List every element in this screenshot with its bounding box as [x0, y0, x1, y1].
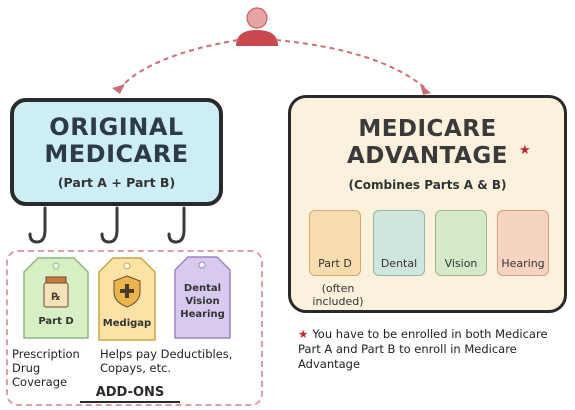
original-medicare-subtitle: (Part A + Part B): [57, 175, 176, 190]
arrow-to-original: [119, 39, 239, 89]
ma-tile-label: Dental: [380, 257, 418, 270]
arrowhead-original: [112, 84, 125, 94]
arrow-to-advantage: [275, 39, 426, 89]
footnote-text: You have to be enrolled in both Medicare…: [298, 327, 548, 371]
medigap-tag-label: Medigap: [102, 318, 152, 329]
add-ons-heading: ADD-ONS: [80, 385, 180, 403]
part-d-note-line-2: included): [312, 295, 364, 308]
part-d-tag: ℞: [23, 257, 89, 339]
ma-title-line-1: MEDICARE: [358, 116, 497, 142]
part-d-note-line-1: (often: [321, 282, 355, 295]
svg-text:℞: ℞: [52, 292, 61, 303]
dvh-line-dental: Dental: [183, 283, 222, 294]
medigap-tag: [98, 257, 156, 341]
medicare-advantage-title: MEDICARE ADVANTAGE: [291, 116, 564, 170]
dvh-line-hearing: Hearing: [180, 309, 225, 320]
part-d-note: (often included): [303, 282, 373, 308]
arrowhead-advantage: [420, 84, 431, 95]
hook-2: [100, 206, 119, 244]
ma-tile-hearing: Hearing: [497, 210, 549, 276]
footnote: ★You have to be enrolled in both Medicar…: [298, 327, 568, 372]
dental-vision-hearing-tag: [174, 256, 231, 339]
original-medicare-title: ORIGINAL MEDICARE: [14, 114, 219, 168]
person-icon: [236, 7, 278, 46]
dvh-tag-label: Dental Vision Hearing: [175, 282, 230, 321]
hook-3: [167, 206, 186, 244]
ma-title-line-2: ADVANTAGE: [347, 143, 508, 169]
part-d-caption: Prescription Drug Coverage: [12, 347, 80, 389]
part-d-tag-label: Part D: [38, 316, 74, 327]
medicare-advantage-subtitle: (Combines Parts A & B): [348, 178, 507, 192]
hook-1: [28, 206, 47, 244]
dvh-line-vision: Vision: [185, 296, 220, 307]
ma-tile-label: Hearing: [501, 257, 545, 270]
add-ons-panel: [6, 250, 263, 406]
original-medicare-box: ORIGINAL MEDICARE (Part A + Part B): [10, 98, 223, 206]
medigap-caption: Helps pay Deductibles, Copays, etc.: [100, 347, 233, 375]
ma-tile-part-d: Part D: [309, 210, 361, 276]
title-line-1: ORIGINAL: [49, 113, 184, 141]
star-icon: ★: [519, 143, 531, 158]
ma-tile-dental: Dental: [373, 210, 425, 276]
title-line-2: MEDICARE: [44, 140, 189, 168]
ma-tile-label: Part D: [318, 257, 352, 270]
ma-tile-vision: Vision: [435, 210, 487, 276]
shield-plus-icon: [113, 275, 141, 308]
star-icon: ★: [298, 327, 309, 341]
ma-tile-label: Vision: [444, 257, 478, 270]
rx-bottle-icon: ℞: [43, 276, 69, 308]
medicare-advantage-box: MEDICARE ADVANTAGE ★ (Combines Parts A &…: [288, 95, 567, 313]
